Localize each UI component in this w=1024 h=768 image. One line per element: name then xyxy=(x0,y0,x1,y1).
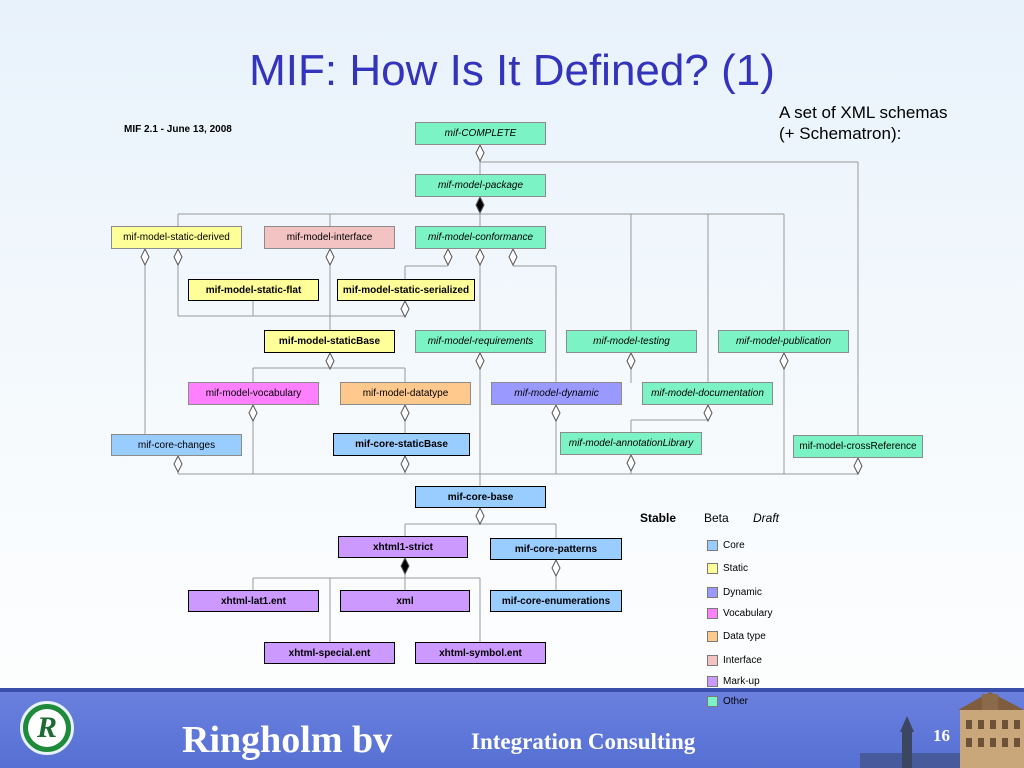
aggregation-diamond xyxy=(325,351,335,371)
aggregation-diamond xyxy=(475,143,485,163)
legend-swatch xyxy=(707,695,718,707)
node-mif-model-requirements: mif-model-requirements xyxy=(415,330,546,353)
aggregation-diamond xyxy=(173,247,183,267)
aggregation-diamond xyxy=(140,247,150,267)
legend-label: Core xyxy=(723,539,745,551)
aggregation-diamond xyxy=(853,456,863,476)
aggregation-diamond xyxy=(400,454,410,474)
legend-item-interface: Interface xyxy=(707,653,762,667)
aggregation-diamond xyxy=(779,351,789,371)
page-number: 16 xyxy=(933,726,950,745)
slide-title: MIF: How Is It Defined? (1) xyxy=(249,46,775,95)
legend-item-other: Other xyxy=(707,694,748,708)
aggregation-diamond xyxy=(626,453,636,473)
company-tagline: Integration Consulting xyxy=(471,729,696,754)
legend-beta-label: Beta xyxy=(704,511,729,525)
node-mif-model-annotationlibrary: mif-model-annotationLibrary xyxy=(560,432,702,455)
dependency-diagram xyxy=(140,143,863,642)
node-mif-model-vocabulary: mif-model-vocabulary xyxy=(188,382,319,405)
legend-swatch xyxy=(707,675,718,687)
aggregation-diamond xyxy=(400,403,410,423)
legend-item-core: Core xyxy=(707,538,745,552)
node-mif-complete: mif-COMPLETE xyxy=(415,122,546,145)
footer-bar xyxy=(0,688,1024,768)
node-xml: xml xyxy=(340,590,470,612)
node-xhtml-lat1-ent: xhtml-lat1.ent xyxy=(188,590,319,612)
legend-label: Mark-up xyxy=(723,675,760,687)
legend-item-data-type: Data type xyxy=(707,629,766,643)
legend-item-mark-up: Mark-up xyxy=(707,674,760,688)
node-mif-core-staticbase: mif-core-staticBase xyxy=(333,433,470,456)
ringholm-logo: R xyxy=(20,701,74,755)
legend-label: Static xyxy=(723,562,749,574)
aggregation-diamond xyxy=(475,351,485,371)
version-label: MIF 2.1 - June 13, 2008 xyxy=(124,124,232,135)
legend-stable-label: Stable xyxy=(640,511,677,525)
node-mif-model-documentation: mif-model-documentation xyxy=(642,382,773,405)
node-xhtml-symbol-ent: xhtml-symbol.ent xyxy=(415,642,546,664)
legend-label: Interface xyxy=(723,654,762,666)
slide-subtitle: A set of XML schemas (+ Schematron): xyxy=(779,102,948,144)
legend-swatch xyxy=(707,562,718,574)
node-mif-model-dynamic: mif-model-dynamic xyxy=(491,382,622,405)
node-mif-model-datatype: mif-model-datatype xyxy=(340,382,471,405)
node-mif-model-conformance: mif-model-conformance xyxy=(415,226,546,249)
node-mif-core-base: mif-core-base xyxy=(415,486,546,508)
node-mif-core-patterns: mif-core-patterns xyxy=(490,538,622,560)
legend-draft-label: Draft xyxy=(753,511,780,525)
aggregation-diamond xyxy=(626,351,636,371)
aggregation-diamond xyxy=(400,556,410,576)
node-mif-model-publication: mif-model-publication xyxy=(718,330,849,353)
node-mif-model-static-derived: mif-model-static-derived xyxy=(111,226,242,249)
logo-letter: R xyxy=(28,709,66,747)
node-mif-model-static-flat: mif-model-static-flat xyxy=(188,279,319,301)
subtitle-line-2: (+ Schematron): xyxy=(779,124,902,143)
legend-label: Other xyxy=(723,695,749,707)
aggregation-diamond xyxy=(443,247,453,267)
aggregation-diamond xyxy=(173,454,183,474)
node-mif-model-crossreference: mif-model-crossReference xyxy=(793,435,923,458)
legend-item-dynamic: Dynamic xyxy=(707,585,762,599)
node-mif-model-interface: mif-model-interface xyxy=(264,226,395,249)
aggregation-diamond xyxy=(475,247,485,267)
node-xhtml-special-ent: xhtml-special.ent xyxy=(264,642,395,664)
aggregation-diamond xyxy=(248,403,258,423)
aggregation-diamond xyxy=(475,195,485,215)
node-mif-model-static-serialized: mif-model-static-serialized xyxy=(337,279,475,301)
aggregation-diamond xyxy=(703,403,713,423)
node-mif-model-testing: mif-model-testing xyxy=(566,330,697,353)
company-name: Ringholm bv xyxy=(182,719,393,761)
subtitle-line-1: A set of XML schemas xyxy=(779,103,948,122)
node-mif-model-package: mif-model-package xyxy=(415,174,546,197)
aggregation-diamonds xyxy=(140,143,863,578)
aggregation-diamond xyxy=(400,299,410,319)
node-mif-core-enumerations: mif-core-enumerations xyxy=(490,590,622,612)
legend-label: Data type xyxy=(723,630,766,642)
aggregation-diamond xyxy=(325,247,335,267)
legend-swatch xyxy=(707,654,718,666)
aggregation-diamond xyxy=(508,247,518,267)
aggregation-diamond xyxy=(551,403,561,423)
node-mif-model-staticbase: mif-model-staticBase xyxy=(264,330,395,353)
legend-swatch xyxy=(707,586,718,598)
legend-swatch xyxy=(707,630,718,642)
legend-label: Vocabulary xyxy=(723,607,773,619)
node-mif-core-changes: mif-core-changes xyxy=(111,434,242,456)
legend-label: Dynamic xyxy=(723,586,762,598)
aggregation-diamond xyxy=(475,506,485,526)
legend-item-vocabulary: Vocabulary xyxy=(707,606,772,620)
building-illustration xyxy=(860,692,1024,768)
legend-swatch xyxy=(707,539,718,551)
node-xhtml1-strict: xhtml1-strict xyxy=(338,536,468,558)
legend-swatch xyxy=(707,607,718,619)
aggregation-diamond xyxy=(551,558,561,578)
legend-item-static: Static xyxy=(707,561,748,575)
